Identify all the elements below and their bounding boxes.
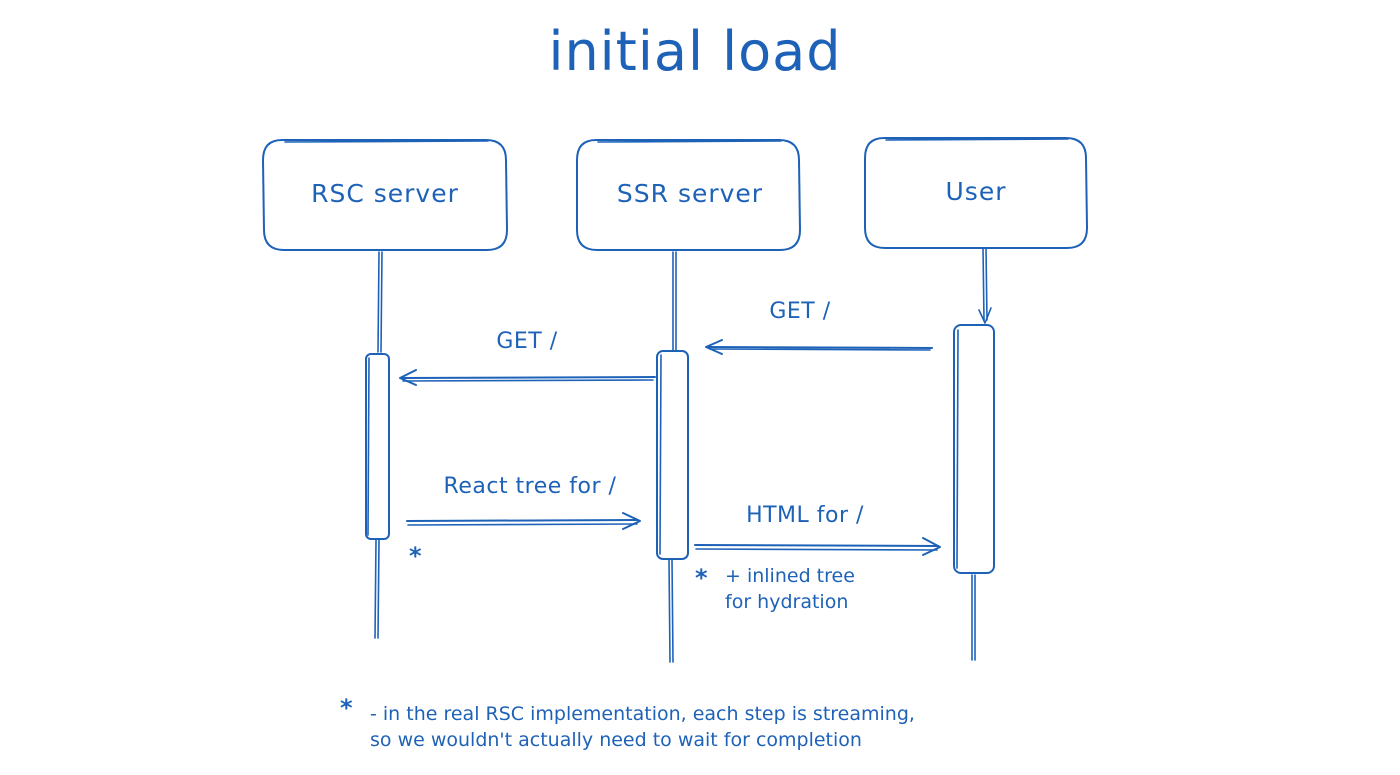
activation-ssr [656,350,689,560]
participant-box-user [864,137,1088,249]
footnote-line-2: so we wouldn't actually need to wait for… [370,729,862,751]
footnote-line-1: - in the real RSC implementation, each s… [370,703,915,725]
participant-box-rsc [262,139,508,251]
ssr-note-line-1: + inlined tree [725,565,855,587]
message-label-rsc-to-ssr: React tree for / [444,474,617,499]
activation-rsc [365,353,390,540]
lifeline-ssr [668,251,677,663]
ssr-streaming-asterisk: * [695,564,708,592]
message-label-ssr-to-rsc: GET / [496,329,557,354]
message-label-ssr-to-user: HTML for / [746,503,864,528]
rsc-streaming-asterisk: * [409,542,422,570]
arrow-ssr-to-user [694,537,941,556]
message-label-user-to-ssr: GET / [769,299,830,324]
arrow-user-to-ssr [705,339,933,355]
ssr-note-line-2: for hydration [725,591,848,613]
lifeline-rsc [374,251,383,639]
participant-label-ssr: SSR server [617,179,763,208]
activation-user [953,324,995,574]
participant-label-rsc: RSC server [311,179,459,208]
arrow-ssr-to-rsc [399,369,656,386]
participant-label-user: User [946,177,1007,206]
footnote-asterisk: * [340,694,353,722]
participant-box-ssr [576,139,801,251]
diagram-title: initial load [548,20,841,83]
lifeline-user [971,247,992,661]
arrow-rsc-to-ssr [406,512,641,530]
